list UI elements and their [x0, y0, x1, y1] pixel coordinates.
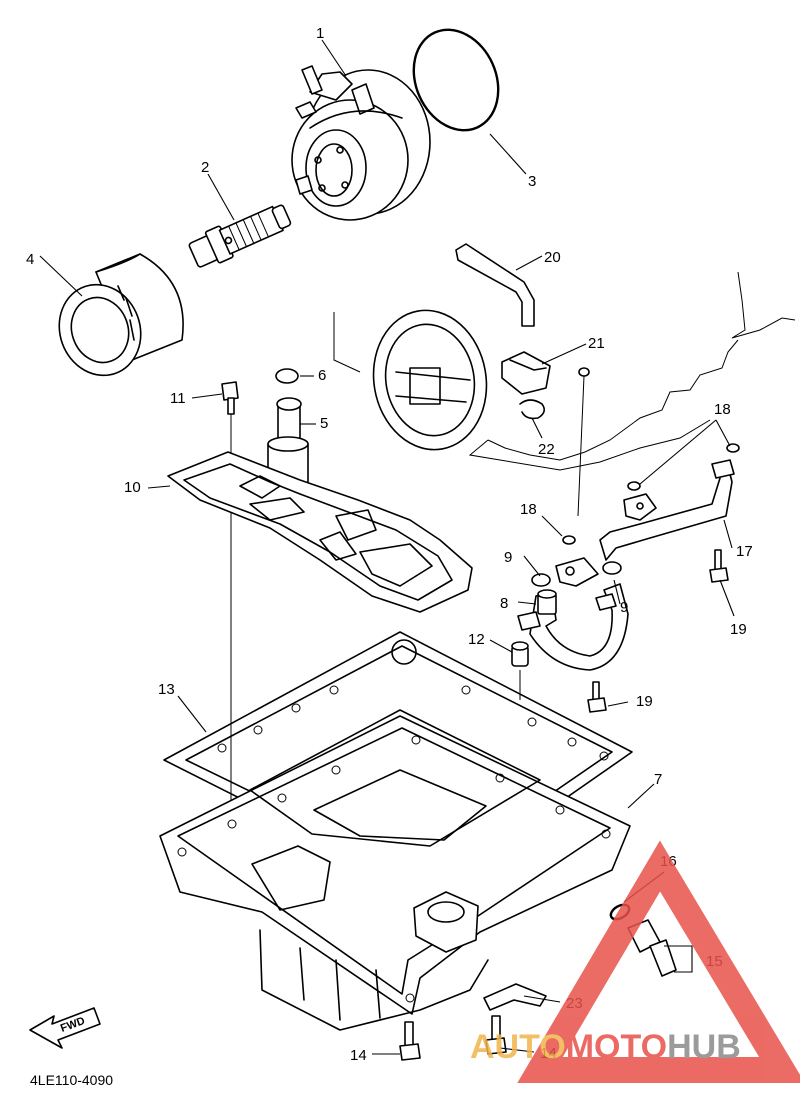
- callout-9b: 9: [620, 599, 628, 616]
- forward-arrow: FWD: [29, 1007, 101, 1049]
- callout-4: 4: [26, 251, 34, 268]
- callout-2: 2: [201, 159, 209, 176]
- breather-pipe: [455, 243, 535, 327]
- o-ring-large: [412, 28, 500, 132]
- dowel-pin: [511, 641, 529, 700]
- bolt-pan-left: [399, 1021, 421, 1061]
- callout-19a: 19: [730, 621, 747, 638]
- engine-outline: [333, 271, 796, 471]
- union-bolt: [188, 204, 292, 268]
- callout-21: 21: [588, 335, 605, 352]
- watermark-triangle: [517, 840, 800, 1083]
- diagram-code: 4LE110-4090: [30, 1072, 113, 1088]
- callout-3: 3: [528, 173, 536, 190]
- watermark-text: AUTOMOTOHUB: [470, 1028, 741, 1066]
- oil-strainer: [167, 451, 473, 613]
- callout-11: 11: [170, 390, 186, 407]
- bolt-lower: [587, 681, 607, 713]
- o-ring-small: [275, 368, 299, 384]
- dowel-upper-right: [726, 443, 740, 453]
- watermark: AUTOMOTOHUB: [470, 840, 800, 1083]
- callout-13: 13: [158, 681, 175, 698]
- dowel-mid-right: [627, 481, 641, 491]
- clip: [519, 399, 546, 420]
- callout-6: 6: [318, 367, 326, 384]
- dowel-center: [562, 535, 576, 545]
- bolt-right: [709, 549, 729, 583]
- callout-1: 1: [316, 25, 324, 42]
- callout-8: 8: [500, 595, 508, 612]
- o-ring-left: [531, 573, 551, 587]
- o-ring-right: [602, 561, 622, 575]
- callout-7: 7: [654, 771, 662, 788]
- bolt-pan-right: [485, 1015, 507, 1055]
- callout-20: 20: [544, 249, 561, 266]
- callout-18b: 18: [520, 501, 537, 518]
- callout-10: 10: [124, 479, 141, 496]
- oil-delivery-pipe: [517, 557, 629, 671]
- leader-lines: [39, 39, 735, 1055]
- callout-9a: 9: [504, 549, 512, 566]
- oil-return-pipe: [599, 459, 735, 561]
- callout-14a: 14: [350, 1047, 367, 1064]
- crankcase-cover: [372, 309, 488, 451]
- oil-filter: [58, 253, 184, 377]
- callout-18a: 18: [714, 401, 731, 418]
- oil-pan: [159, 709, 631, 1031]
- callout-17: 17: [736, 543, 753, 560]
- callout-19b: 19: [636, 693, 653, 710]
- dowel-pin-upper: [578, 367, 590, 377]
- callout-22: 22: [538, 441, 555, 458]
- callout-12: 12: [468, 631, 485, 648]
- grommet: [501, 351, 551, 395]
- callout-5: 5: [320, 415, 328, 432]
- oil-cooler: [291, 65, 431, 221]
- bracket: [483, 983, 547, 1011]
